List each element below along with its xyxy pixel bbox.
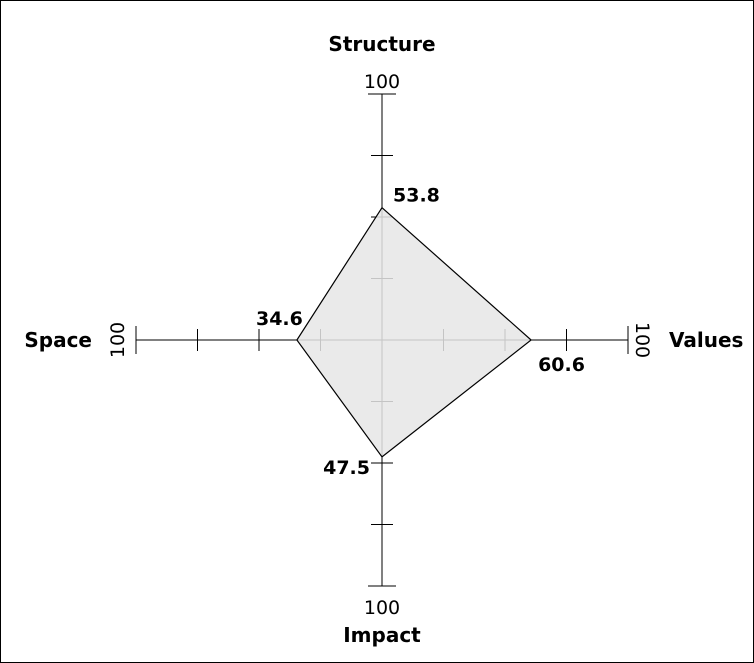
value-label-structure: 53.8 [393,185,440,207]
axis-max-label-values: 100 [631,322,653,358]
value-label-values: 60.6 [538,354,585,376]
axis-title-impact: Impact [343,623,421,647]
axis-max-label-structure: 100 [364,71,400,93]
polygon-layer [296,206,533,458]
axis-max-label-impact: 100 [364,597,400,619]
value-label-space: 34.6 [256,308,303,330]
axis-title-values: Values [669,328,743,352]
axis-max-label-space: 100 [107,322,129,358]
data-polygon [296,206,533,458]
value-label-impact: 47.5 [323,457,370,479]
axis-title-structure: Structure [328,32,435,56]
axis-title-space: Space [24,328,92,352]
